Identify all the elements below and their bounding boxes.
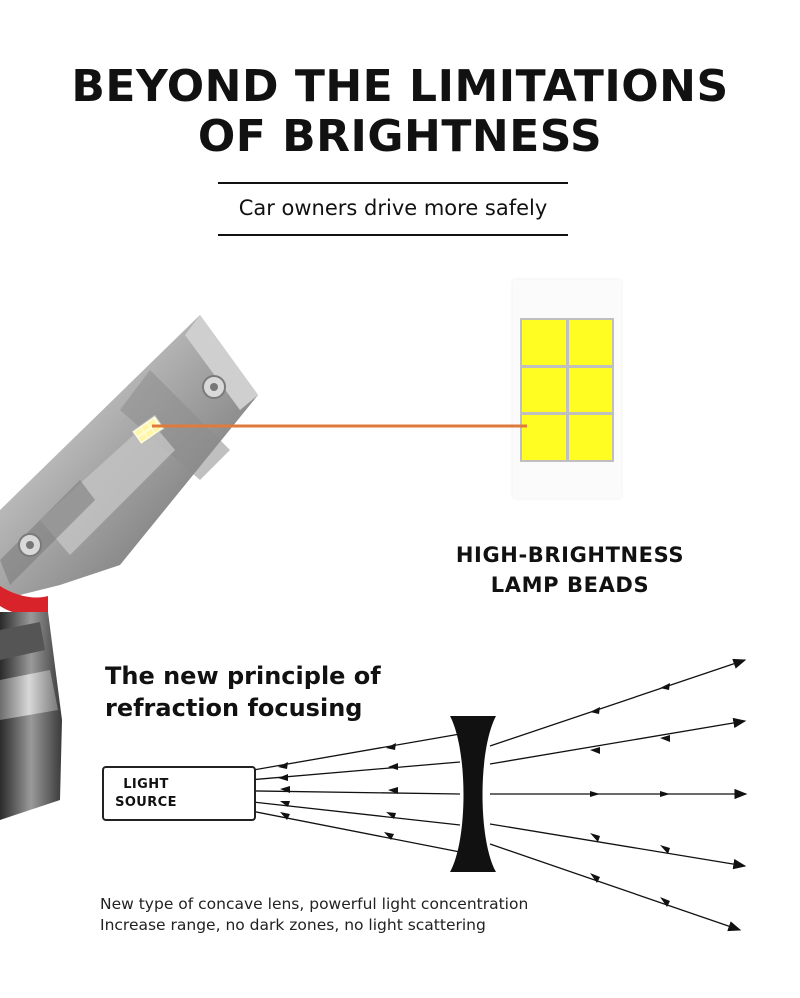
outgoing-arrowheads: [590, 683, 670, 907]
outgoing-rays: [489, 658, 748, 932]
caption: New type of concave lens, powerful light…: [100, 894, 660, 936]
light-source-line-2: SOURCE: [115, 795, 177, 810]
concave-lens: [450, 716, 496, 872]
principle-title-line-2: refraction focusing: [105, 694, 363, 722]
caption-line-2: Increase range, no dark zones, no light …: [100, 916, 486, 934]
lamp-bead: [522, 367, 566, 413]
incoming-arrowheads: [278, 743, 398, 840]
bulb-base: [0, 612, 62, 820]
principle-title-line-1: The new principle of: [105, 662, 381, 690]
lamp-bead-grid: [520, 318, 614, 462]
bottom-divider: [218, 234, 568, 236]
principle-title: The new principle of refraction focusing: [105, 660, 445, 724]
top-divider: [218, 182, 568, 184]
light-source-box: LIGHT SOURCE: [102, 766, 256, 821]
headline-line-2: OF BRIGHTNESS: [197, 111, 603, 162]
o-ring: [0, 586, 48, 615]
headline-line-1: BEYOND THE LIMITATIONS: [71, 61, 729, 112]
bulb-led-chip: [131, 414, 165, 446]
lamp-bead: [568, 367, 612, 413]
lamp-bead: [522, 415, 566, 460]
caption-line-1: New type of concave lens, powerful light…: [100, 895, 529, 913]
light-source-line-1: LIGHT: [123, 777, 169, 792]
lamp-bead: [522, 320, 566, 365]
lamp-bead: [568, 320, 612, 365]
lamp-beads-title-line-2: LAMP BEADS: [490, 573, 650, 597]
lamp-bead: [568, 415, 612, 460]
headline: BEYOND THE LIMITATIONS OF BRIGHTNESS: [0, 62, 800, 162]
light-source-label: LIGHT SOURCE: [110, 776, 182, 812]
lamp-beads-title: HIGH-BRIGHTNESS LAMP BEADS: [420, 540, 720, 600]
lamp-beads-title-line-1: HIGH-BRIGHTNESS: [455, 543, 685, 567]
lamp-bead-closeup: [513, 280, 621, 498]
subheadline: Car owners drive more safely: [238, 196, 548, 220]
bulb-head: [0, 315, 258, 600]
refraction-diagram: [177, 658, 748, 932]
